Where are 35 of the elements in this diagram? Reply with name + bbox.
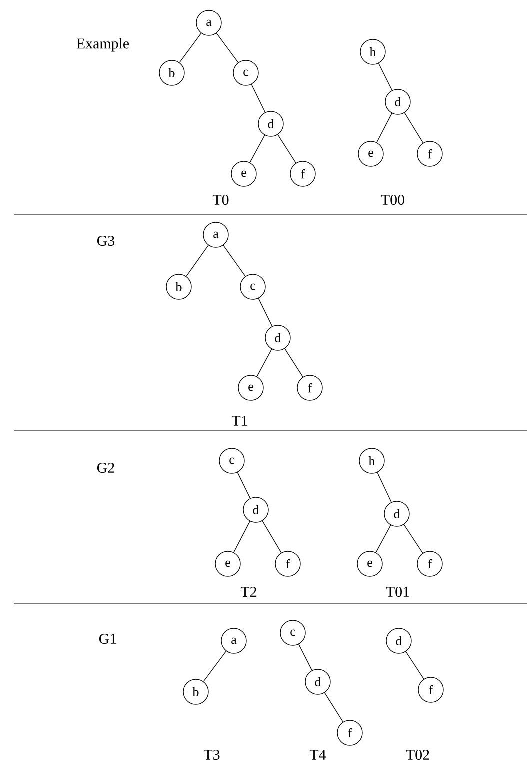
section-label: G1 (99, 634, 116, 644)
tree-edge (376, 524, 392, 554)
tree-edge (223, 245, 246, 277)
section-label: G3 (97, 236, 115, 246)
tree-edge (250, 134, 266, 164)
tree-caption: T4 (310, 750, 326, 760)
tree-edge (378, 63, 393, 91)
tree-edge (237, 472, 251, 499)
tree-edge (216, 32, 239, 64)
tree-caption: T0 (212, 194, 229, 206)
tree-caption: T02 (406, 750, 430, 760)
tree-edge (186, 245, 209, 277)
tree-edge (258, 298, 273, 327)
tree-edge (404, 112, 424, 144)
tree-edge (377, 472, 392, 503)
tree-edge (179, 32, 202, 64)
tree-edge (284, 348, 304, 378)
tree-caption: T00 (381, 194, 404, 206)
tree-caption: T2 (240, 587, 256, 597)
tree-caption: T3 (204, 750, 220, 760)
tree-edge (298, 644, 312, 671)
tree-edge (251, 84, 266, 113)
tree-edge (256, 348, 272, 378)
tree-edge (234, 521, 250, 553)
tree-edge (406, 651, 424, 680)
section-label: G2 (97, 463, 114, 474)
tree-edge (404, 524, 424, 554)
tree-edge (376, 113, 392, 143)
tree-caption: T1 (232, 416, 248, 426)
tree-edge (278, 134, 296, 164)
tree-edge (324, 692, 344, 722)
tree-edge (203, 650, 227, 682)
tree-edge (262, 520, 282, 554)
section-label: Example (76, 38, 130, 52)
tree-caption: T01 (386, 586, 410, 598)
